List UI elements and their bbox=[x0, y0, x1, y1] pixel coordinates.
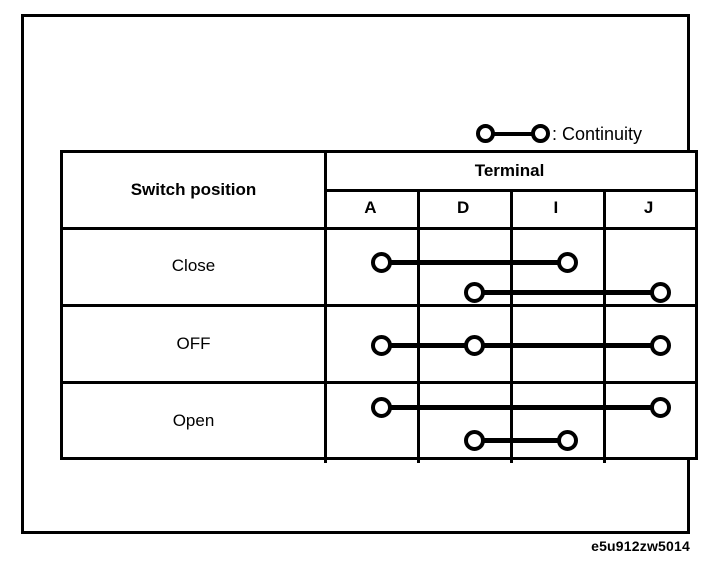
legend: : Continuity bbox=[476, 120, 642, 148]
figure-caption: e5u912zw5014 bbox=[591, 538, 690, 554]
column-group-header-terminal: Terminal bbox=[474, 161, 545, 180]
node-close-a bbox=[371, 252, 392, 273]
connection-off-a-d-j bbox=[381, 343, 661, 348]
switch-continuity-table: Switch position Terminal A D I J Close bbox=[60, 150, 698, 463]
column-divider-a-d bbox=[417, 189, 420, 463]
column-divider-i-j bbox=[603, 189, 606, 463]
node-open-d bbox=[464, 430, 485, 451]
table-row: Close bbox=[63, 227, 695, 304]
terminal-subheader-row: A D I J bbox=[324, 189, 695, 227]
node-off-d bbox=[464, 335, 485, 356]
terminal-header-divider bbox=[324, 189, 695, 192]
row-cells-close bbox=[324, 227, 695, 304]
connection-close-d-j bbox=[474, 290, 661, 295]
table-body: Close OFF bbox=[63, 227, 695, 457]
connection-open-d-i bbox=[474, 438, 568, 443]
column-header-switch-position: Switch position bbox=[130, 180, 257, 199]
row-label-open: Open bbox=[172, 411, 215, 430]
row-cells-open bbox=[324, 384, 695, 458]
legend-node-right bbox=[531, 124, 550, 143]
row-label-off: OFF bbox=[176, 334, 211, 353]
connection-open-a-j bbox=[381, 405, 661, 410]
column-divider-d-i bbox=[510, 189, 513, 463]
node-open-j bbox=[650, 397, 671, 418]
connection-close-a-i bbox=[381, 260, 568, 265]
node-close-i bbox=[557, 252, 578, 273]
column-header-terminal-j: J bbox=[643, 198, 654, 217]
legend-node-left bbox=[476, 124, 495, 143]
node-off-a bbox=[371, 335, 392, 356]
legend-label: : Continuity bbox=[552, 124, 643, 144]
node-open-a bbox=[371, 397, 392, 418]
node-close-d bbox=[464, 282, 485, 303]
table-row: Open bbox=[63, 381, 695, 458]
row-label-close: Close bbox=[171, 255, 216, 275]
column-header-terminal-d: D bbox=[456, 198, 470, 217]
continuity-symbol-icon bbox=[476, 123, 550, 145]
legend-connector-line bbox=[490, 132, 536, 136]
column-header-terminal-a: A bbox=[364, 198, 377, 217]
diagram-frame: : Continuity Switch position Terminal A … bbox=[21, 14, 698, 534]
column-divider-switch-terminal bbox=[324, 153, 327, 463]
node-close-j bbox=[650, 282, 671, 303]
table-header: Switch position Terminal A D I J bbox=[63, 153, 695, 227]
node-open-i bbox=[557, 430, 578, 451]
table-row: OFF bbox=[63, 304, 695, 381]
header-bottom-divider bbox=[63, 227, 695, 230]
column-header-terminal-i: I bbox=[553, 198, 559, 217]
row-cells-off bbox=[324, 307, 695, 381]
node-off-j bbox=[650, 335, 671, 356]
